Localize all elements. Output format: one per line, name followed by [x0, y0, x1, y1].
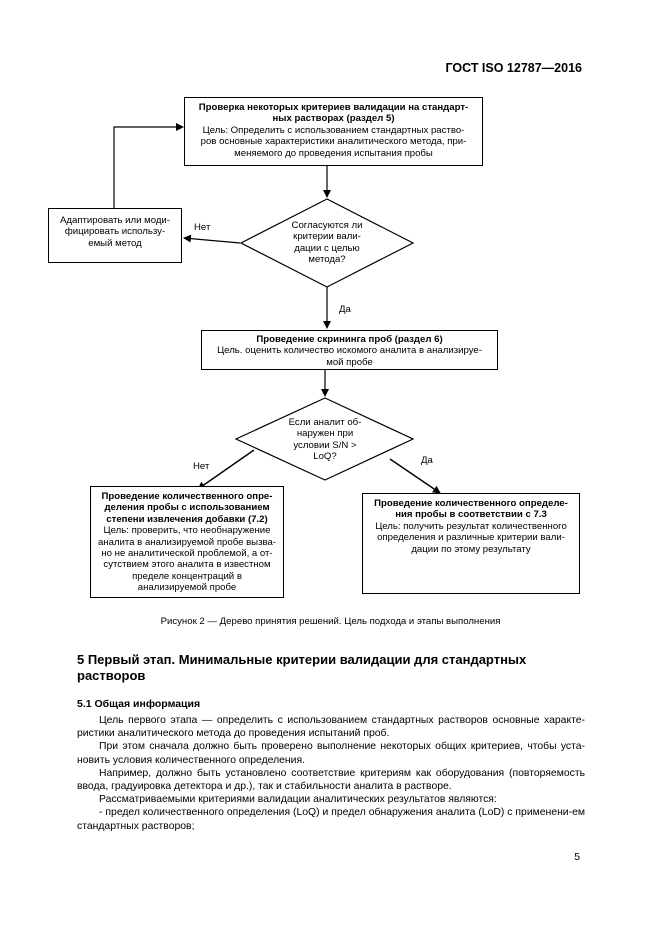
- paragraph: Например, должно быть установлено соотве…: [77, 767, 585, 793]
- flow-box-standard-solutions: Проверка некоторых критериев валидации н…: [184, 97, 483, 166]
- page-number: 5: [574, 852, 580, 863]
- arrow-adapt-to-box1: [113, 123, 184, 208]
- decision-diamond-2: [234, 397, 415, 481]
- figure-caption: Рисунок 2 — Дерево принятия решений. Цел…: [160, 616, 501, 627]
- label-no-2: Нет: [193, 461, 210, 472]
- flow-box-title: Проведение скрининга проб (раздел 6): [256, 334, 443, 345]
- flow-box-text: Цель: получить результат количественного…: [375, 520, 567, 555]
- flow-box-screening: Проведение скрининга проб (раздел 6) Цел…: [201, 330, 498, 370]
- decision-text-1: Согласуются ли критерии вали-дации с цел…: [291, 220, 363, 266]
- flow-box-text: Цель: Определить с использованием станда…: [200, 124, 467, 159]
- arrow-diamond1-to-adapt: [183, 234, 241, 244]
- paragraph: - предел количественного определения (Lo…: [77, 807, 585, 832]
- flow-box-quant-recovery: Проведение количественного опре-деления …: [90, 486, 284, 598]
- decision-diamond-1: [239, 198, 415, 288]
- subsection-heading: 5.1 Общая информация: [77, 698, 201, 710]
- paragraph: Цель первого этапа — определить с исполь…: [77, 715, 585, 740]
- label-yes-2: Да: [421, 455, 433, 466]
- arrow-diamond2-to-box3: [197, 449, 255, 490]
- paragraph: Рассматриваемыми критериями валидации ан…: [99, 794, 497, 806]
- flow-box-adapt-method: Адаптировать или моди-фицировать использ…: [48, 208, 182, 263]
- decision-text-2: Если аналит об-наружен при условии S/N >…: [288, 417, 362, 463]
- section-body: Цель первого этапа — определить с исполь…: [77, 714, 585, 833]
- flow-box-text: Цель. оценить количество искомого аналит…: [217, 345, 482, 368]
- label-no-1: Нет: [194, 222, 211, 233]
- flow-box-title: Проведение количественного определе-ния …: [374, 498, 568, 521]
- flow-box-title: Проведение количественного опре-деления …: [101, 491, 273, 525]
- flow-box-title: Проверка некоторых критериев валидации н…: [198, 102, 469, 125]
- section-heading: 5 Первый этап. Минимальные критерии вали…: [77, 652, 527, 683]
- flow-box-quant-7-3: Проведение количественного определе-ния …: [362, 493, 580, 594]
- flow-box-text: Адаптировать или моди-фицировать использ…: [60, 215, 170, 249]
- document-header: ГОСТ ISO 12787—2016: [445, 61, 582, 75]
- arrow-diamond2-to-box4: [389, 458, 441, 494]
- flow-box-text: Цель: проверить, что необнаружение анали…: [97, 525, 277, 594]
- paragraph: При этом сначала должно быть проверено в…: [77, 741, 585, 766]
- label-yes-1: Да: [339, 304, 351, 315]
